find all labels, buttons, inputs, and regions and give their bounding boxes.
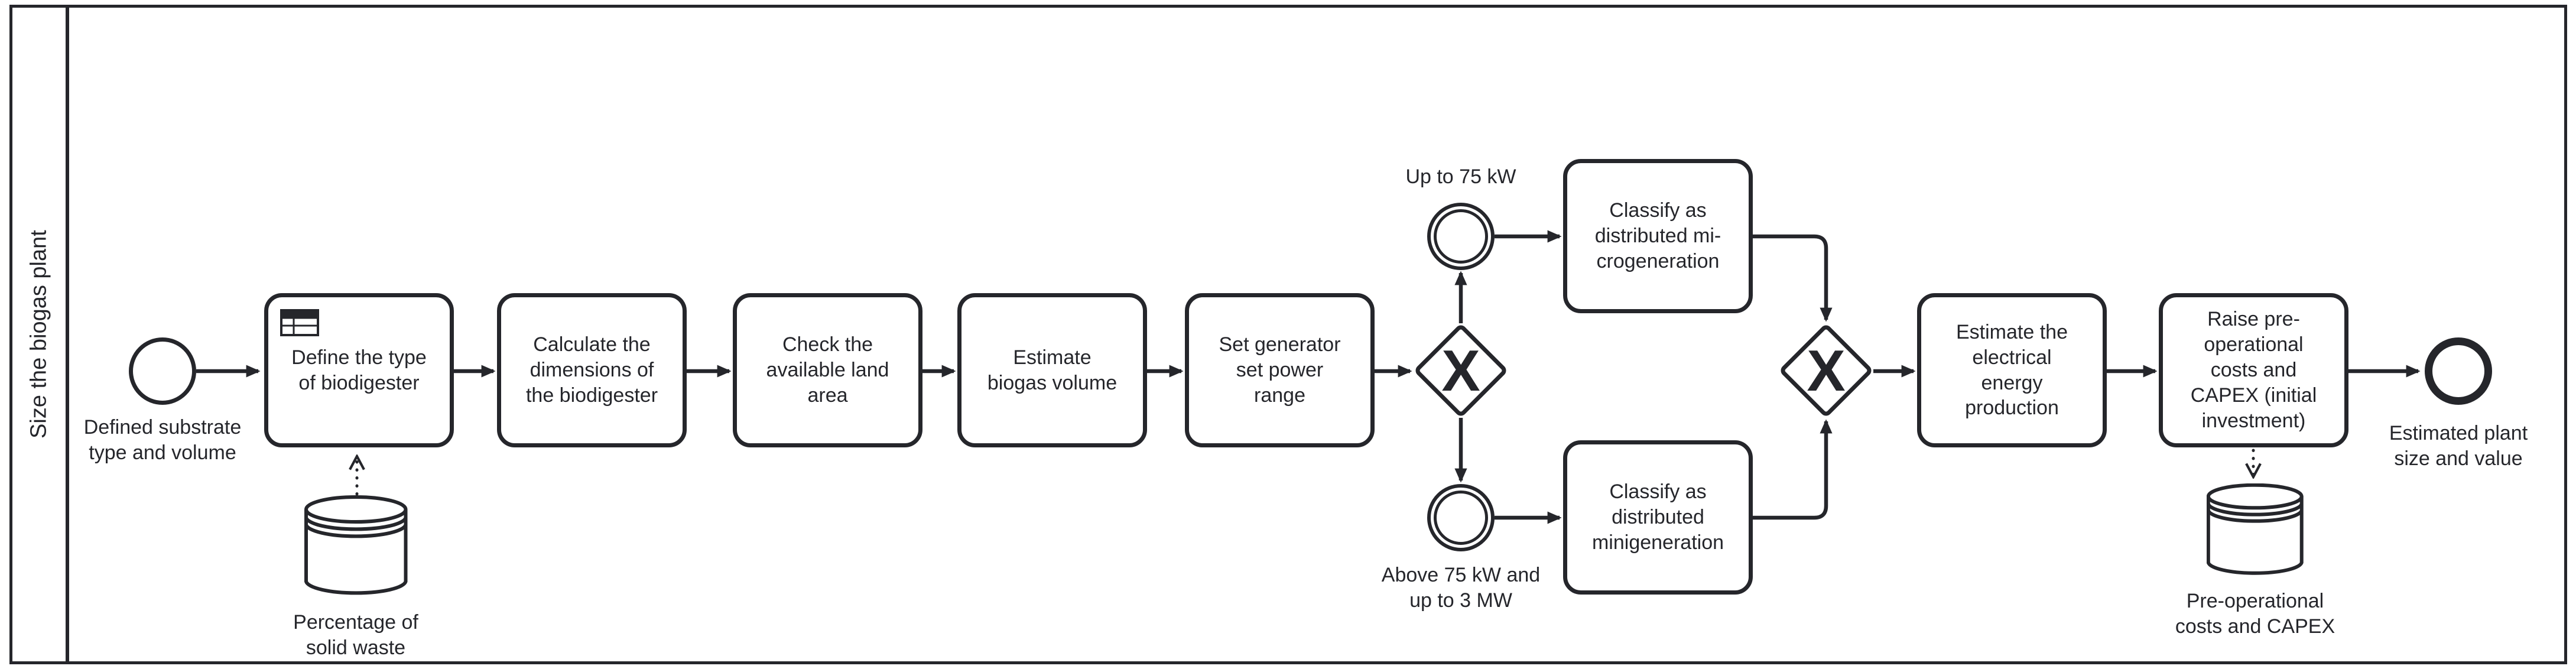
datastore-capex	[2207, 483, 2304, 576]
split-gateway-x-marker: X	[1441, 338, 1480, 403]
task-check-land: Check the available land area	[733, 293, 922, 447]
task-label: Estimate biogas volume	[987, 346, 1118, 394]
task-define-type: Define the type of biodigester	[264, 293, 454, 447]
start-event	[129, 337, 196, 405]
task-label: Estimate the electrical energy productio…	[1956, 320, 2068, 420]
task-classify-mini: Classify as distributed minigeneration	[1563, 440, 1753, 595]
datastore-capex-label: Pre-operational costs and CAPEX	[2175, 590, 2335, 638]
intermediate-event-up75-label: Up to 75 kW	[1405, 165, 1516, 188]
task-calculate-dimensions: Calculate the dimensions of the biodiges…	[497, 293, 687, 447]
end-event	[2425, 337, 2492, 405]
task-label: Calculate the dimensions of the biodiges…	[525, 333, 658, 407]
datastore-solid-waste-label: Percentage of solid waste	[293, 611, 418, 659]
flow-classify-mini-to-merge-gateway	[1753, 419, 1833, 520]
task-label: Check the available land area	[766, 333, 889, 407]
task-estimate-biogas: Estimate biogas volume	[957, 293, 1147, 447]
task-estimate-energy: Estimate the electrical energy productio…	[1917, 293, 2107, 447]
task-label: Classify as distributed minigeneration	[1591, 480, 1724, 554]
start-event-label: Defined substrate type and volume	[83, 416, 242, 464]
pool-border	[9, 5, 2567, 664]
business-rule-table-icon	[280, 309, 319, 336]
task-raise-costs: Raise pre- operational costs and CAPEX (…	[2159, 293, 2348, 447]
task-label: Define the type of biodigester	[291, 346, 427, 394]
flow-classify-micro-to-merge-gateway	[1753, 234, 1833, 322]
intermediate-event-up75	[1427, 203, 1495, 270]
end-event-label: Estimated plant size and value	[2389, 422, 2528, 470]
task-classify-micro: Classify as distributed mi- crogeneratio…	[1563, 159, 1753, 313]
task-label: Classify as distributed mi- crogeneratio…	[1594, 199, 1721, 272]
intermediate-event-inner-circle	[1434, 209, 1488, 264]
task-label: Set generator set power range	[1219, 333, 1341, 407]
task-label: Raise pre- operational costs and CAPEX (…	[2190, 308, 2317, 432]
intermediate-event-above75-label: Above 75 kW and up to 3 MW	[1381, 564, 1541, 612]
task-set-power-range: Set generator set power range	[1185, 293, 1375, 447]
intermediate-event-inner-circle	[1434, 491, 1488, 545]
intermediate-event-above75	[1427, 484, 1495, 551]
merge-gateway-x-marker: X	[1807, 338, 1846, 403]
datastore-solid-waste	[304, 495, 408, 596]
lane-divider	[66, 5, 69, 664]
